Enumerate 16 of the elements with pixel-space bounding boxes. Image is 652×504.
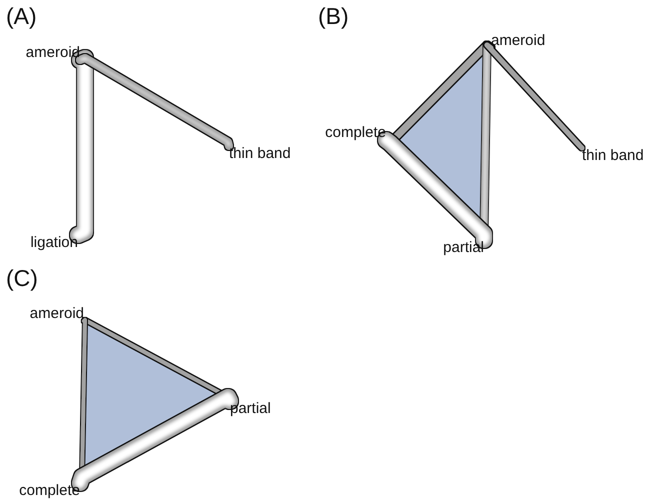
tube-connector	[378, 132, 492, 248]
panel-label: (B)	[318, 4, 349, 28]
tube-connector	[72, 389, 238, 491]
vertex-label: partial	[443, 240, 484, 255]
vertex-label: ameroid	[30, 306, 84, 321]
tube-connector	[70, 50, 93, 243]
vertex-label: thin band	[229, 146, 291, 161]
vertex-label: partial	[230, 401, 271, 416]
vertex-label: thin band	[582, 148, 644, 163]
vertex-label: complete	[19, 483, 80, 498]
panel-label: (A)	[6, 4, 37, 28]
panel-label: (C)	[6, 266, 38, 290]
vertex-label: ameroid	[26, 45, 80, 60]
vertex-label: ameroid	[491, 33, 546, 48]
vertex-label: complete	[325, 125, 386, 140]
vertex-label: ligation	[30, 235, 78, 250]
